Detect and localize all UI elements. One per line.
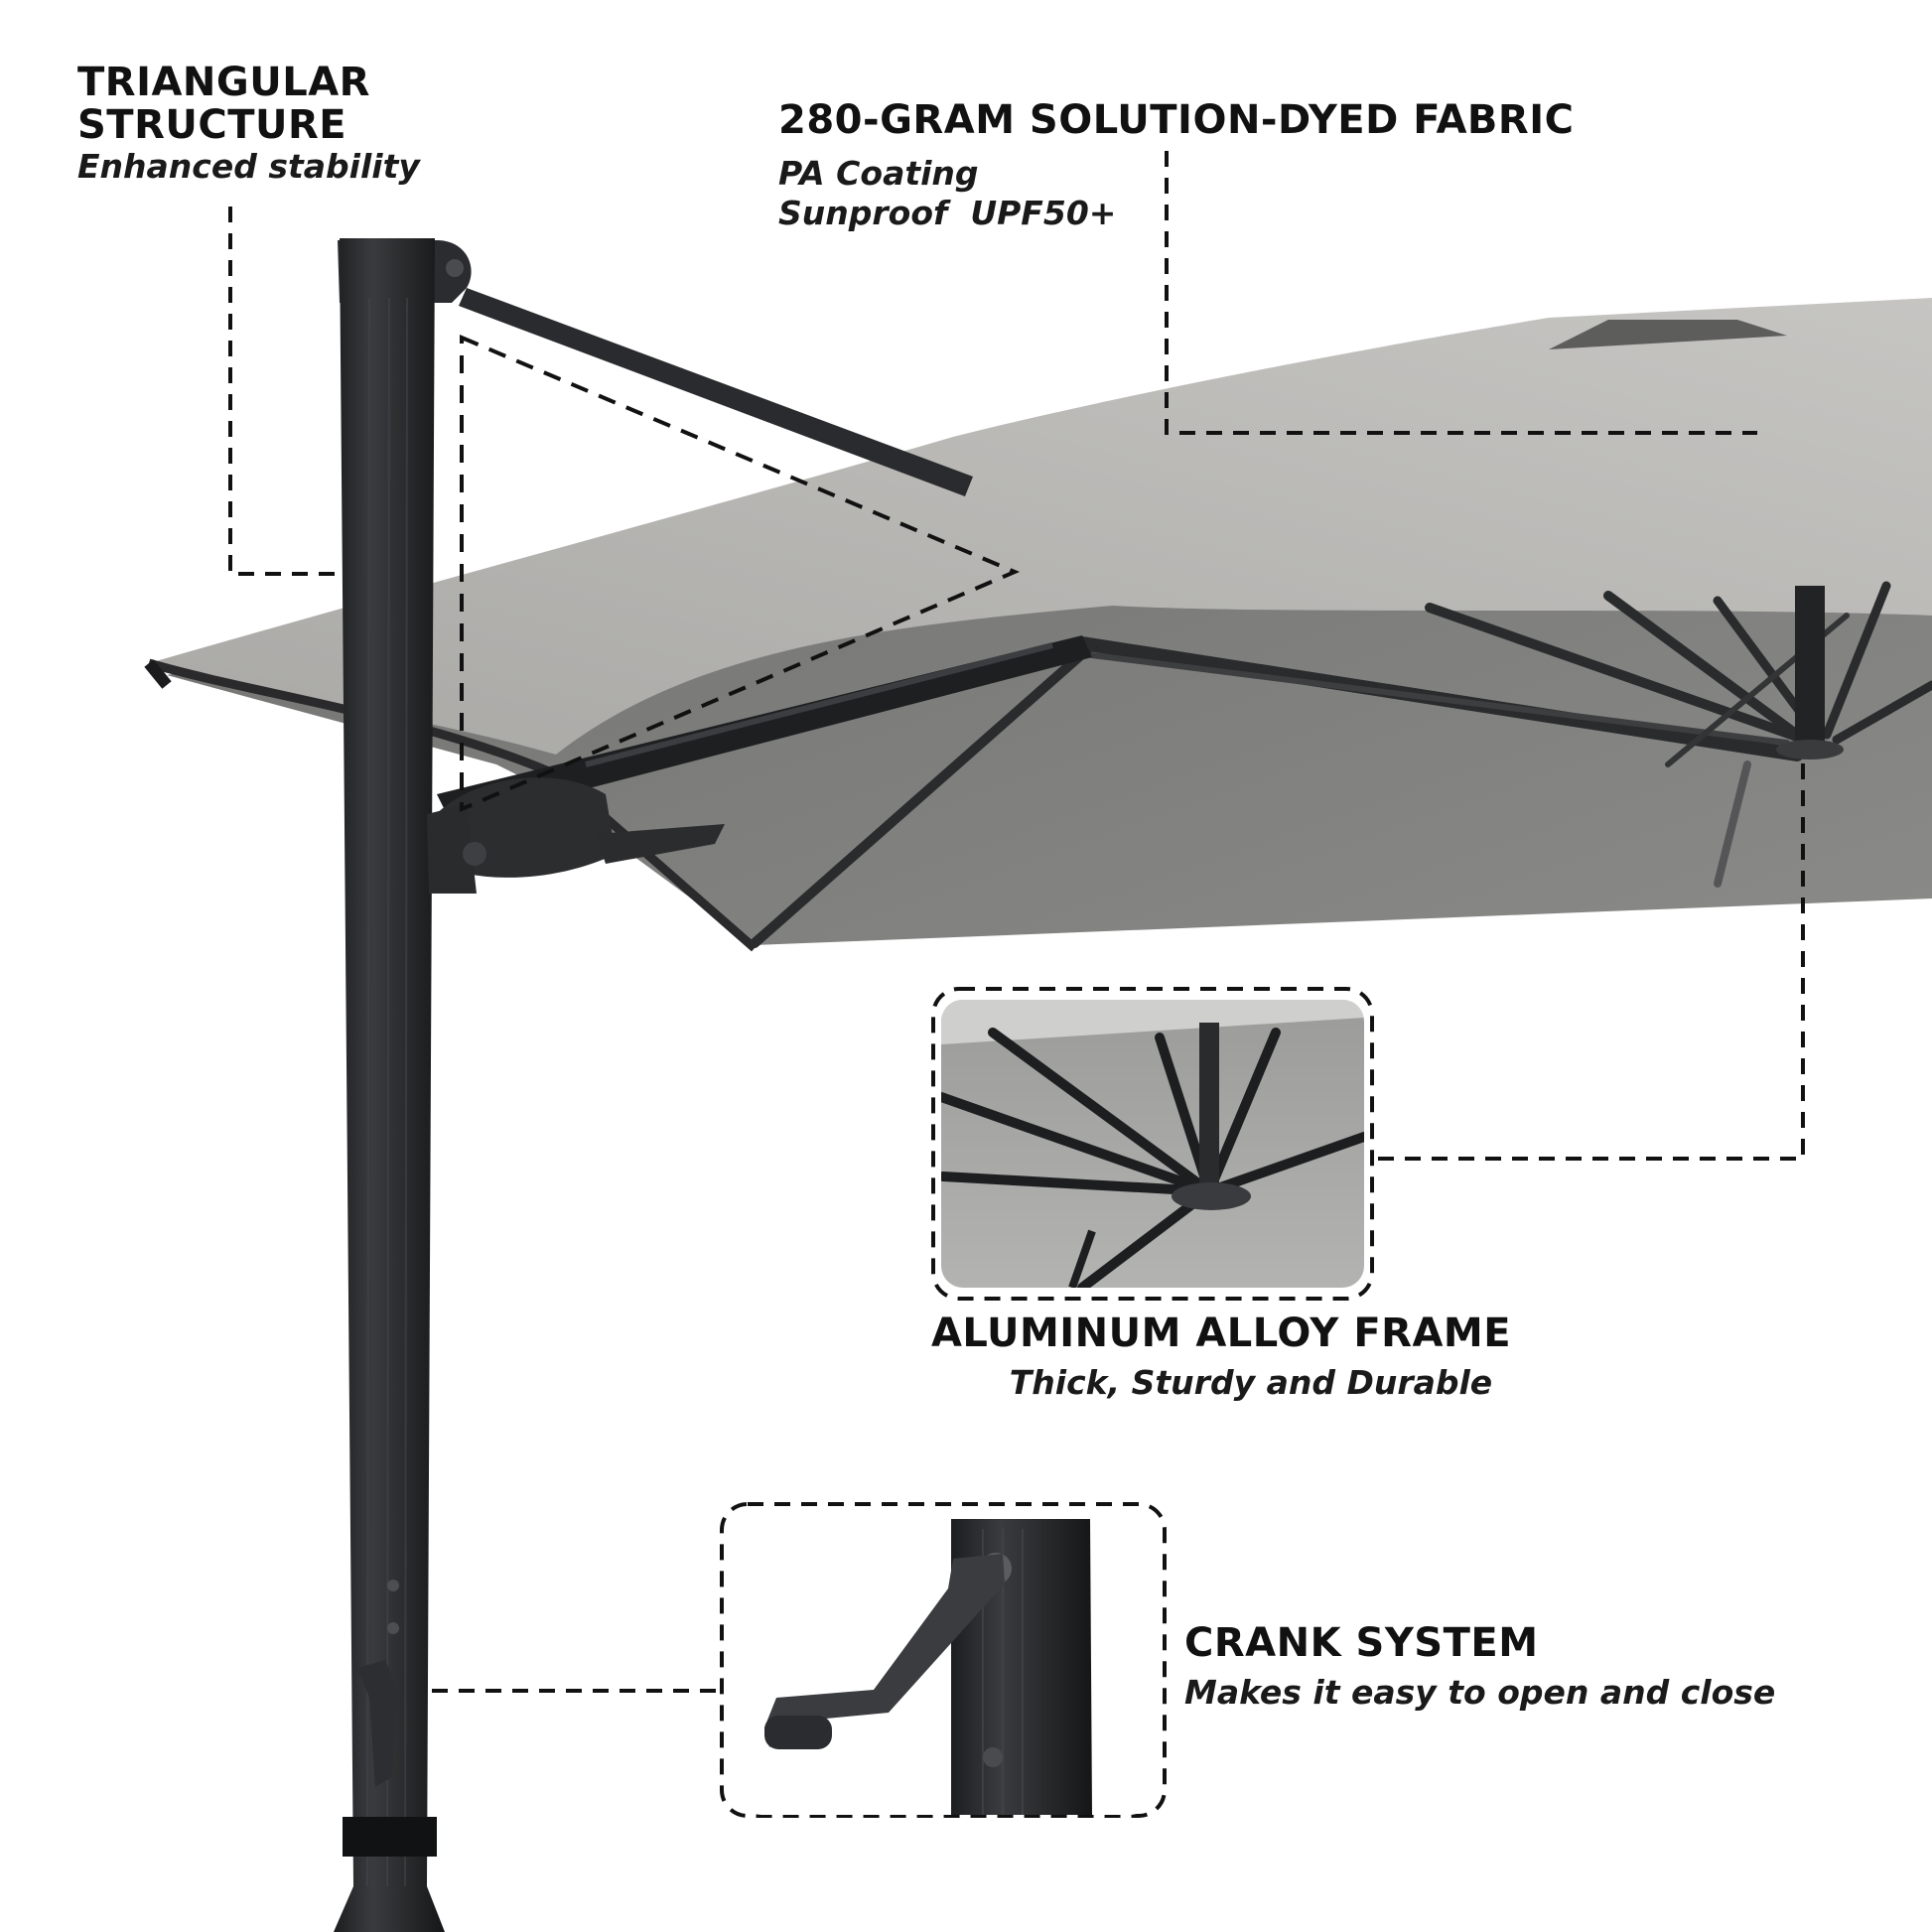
feature-subtitle: Enhanced stability	[77, 147, 420, 187]
canopy-hub	[1795, 586, 1825, 745]
inset-crank	[720, 1502, 1167, 1818]
boom-arm	[437, 635, 1092, 824]
crank-handle	[764, 1554, 1005, 1747]
support-strut	[459, 288, 973, 496]
umbrella-photo	[144, 238, 1932, 1932]
feature-subtitle: PA Coating	[778, 154, 979, 194]
feature-subtitle: Makes it easy to open and close	[1184, 1673, 1776, 1713]
feature-title: STRUCTURE	[77, 102, 347, 149]
callout-lines	[228, 151, 1805, 1693]
feature-frame: ALUMINUM ALLOY FRAME Thick, Sturdy and D…	[864, 1311, 1579, 1403]
feature-title: 280-GRAM SOLUTION-DYED FABRIC	[778, 97, 1575, 143]
inset-frame-border	[931, 987, 1374, 1301]
feature-title: TRIANGULAR	[77, 60, 370, 105]
feature-subtitle: Sunproof UPF50+	[778, 194, 1117, 233]
canopy-vent	[1549, 320, 1787, 349]
inset-crank-border	[720, 1502, 1167, 1818]
feature-fabric: 280-GRAM SOLUTION-DYED FABRIC PA Coating…	[778, 97, 1575, 234]
callout-line-fabric	[1165, 151, 1757, 435]
pole-crank	[357, 1660, 397, 1787]
feature-crank: CRANK SYSTEM Makes it easy to open and c…	[1184, 1620, 1776, 1713]
feature-subtitle: Thick, Sturdy and Durable	[1009, 1363, 1493, 1403]
inset-frame	[931, 987, 1374, 1301]
callout-line-triangular	[228, 207, 343, 576]
feature-title: ALUMINUM ALLOY FRAME	[930, 1311, 1512, 1356]
callout-line-frame	[1378, 755, 1805, 1161]
triangle-outline	[460, 334, 1021, 813]
canopy-ribs	[750, 581, 1932, 948]
canopy-top	[149, 298, 1932, 755]
feature-title: CRANK SYSTEM	[1184, 1620, 1539, 1666]
feature-triangular: TRIANGULAR STRUCTURE Enhanced stability	[77, 60, 420, 188]
